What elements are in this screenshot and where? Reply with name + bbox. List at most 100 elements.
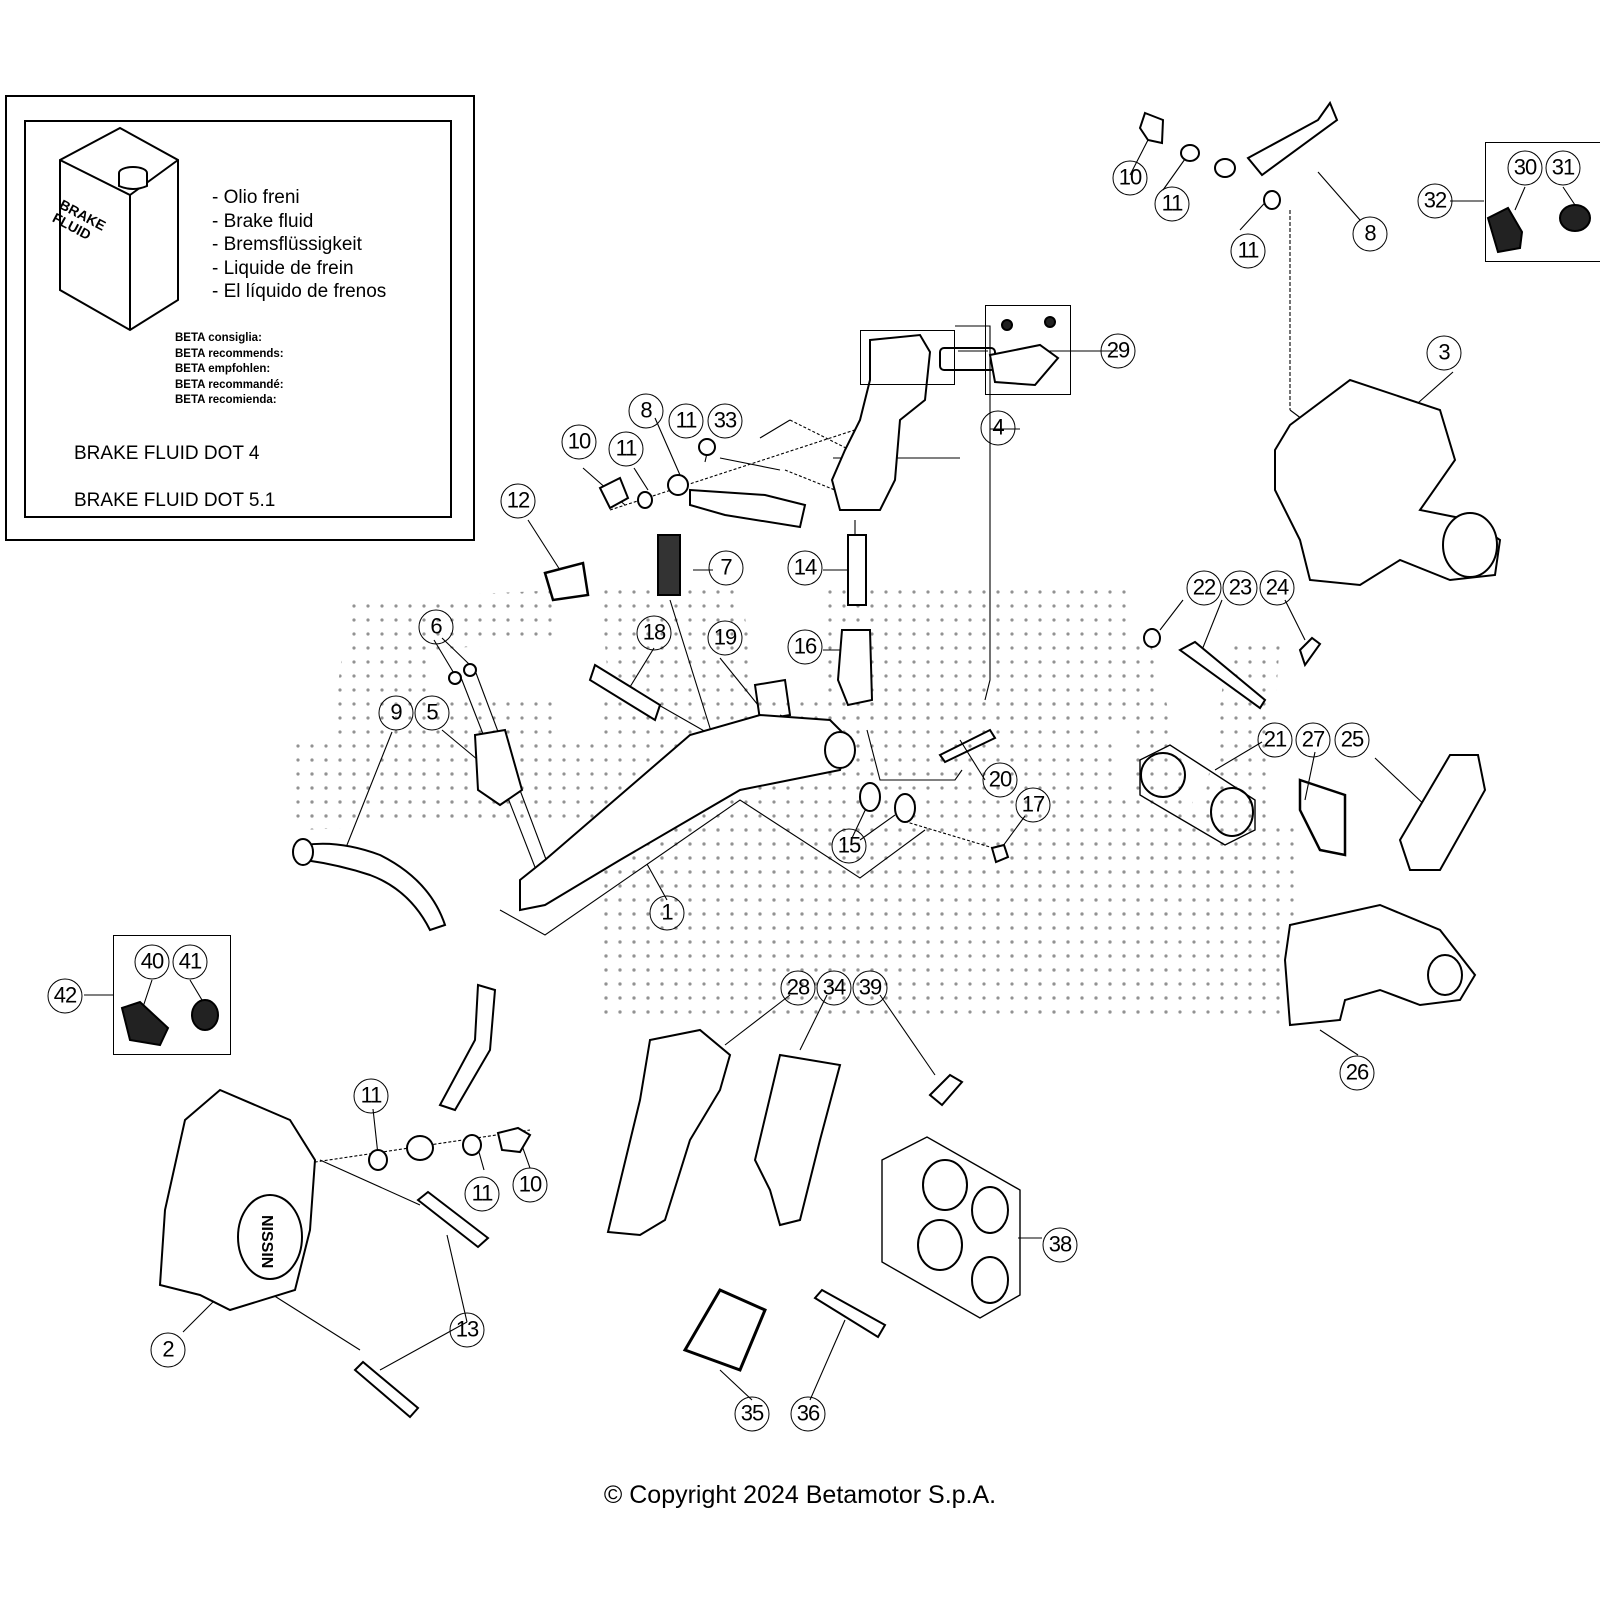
callout-40[interactable]: 40 bbox=[134, 944, 170, 980]
callout-34[interactable]: 34 bbox=[816, 970, 852, 1006]
callout-8[interactable]: 8 bbox=[1352, 216, 1388, 252]
callout-22[interactable]: 22 bbox=[1186, 570, 1222, 606]
clevis bbox=[836, 629, 874, 707]
front-hose bbox=[438, 983, 497, 1112]
front-caliper bbox=[158, 1088, 317, 1312]
kit-32-parts bbox=[1486, 204, 1591, 254]
brake-fluid-can bbox=[59, 126, 179, 332]
callout-25[interactable]: 25 bbox=[1334, 722, 1370, 758]
callout-42[interactable]: 42 bbox=[47, 978, 83, 1014]
fluid-name-en: - Brake fluid bbox=[212, 210, 314, 232]
callout-11[interactable]: 11 bbox=[464, 1176, 500, 1212]
kit-box-4 bbox=[860, 330, 955, 385]
callout-3[interactable]: 3 bbox=[1426, 335, 1462, 371]
callout-1[interactable]: 1 bbox=[649, 895, 685, 931]
callout-11[interactable]: 11 bbox=[608, 431, 644, 467]
rear-brake-pads bbox=[1398, 754, 1487, 871]
callout-19[interactable]: 19 bbox=[707, 620, 743, 656]
clip bbox=[543, 561, 590, 602]
callout-36[interactable]: 36 bbox=[790, 1396, 826, 1432]
callout-10[interactable]: 10 bbox=[512, 1167, 548, 1203]
middle-hose bbox=[598, 438, 807, 529]
callout-33[interactable]: 33 bbox=[707, 403, 743, 439]
cotter-pin bbox=[938, 728, 997, 764]
fluid-name-de: - Bremsflüssigkeit bbox=[212, 234, 362, 255]
recommends-es: BETA recomienda: bbox=[175, 394, 277, 406]
callout-15[interactable]: 15 bbox=[831, 828, 867, 864]
callout-14[interactable]: 14 bbox=[787, 550, 823, 586]
caliper-bracket bbox=[1283, 903, 1477, 1027]
callout-11[interactable]: 11 bbox=[1230, 233, 1266, 269]
callout-32[interactable]: 32 bbox=[1417, 183, 1453, 219]
callout-2[interactable]: 2 bbox=[150, 1332, 186, 1368]
callout-18[interactable]: 18 bbox=[636, 615, 672, 651]
callout-5[interactable]: 5 bbox=[414, 695, 450, 731]
callout-39[interactable]: 39 bbox=[852, 970, 888, 1006]
callout-8[interactable]: 8 bbox=[628, 393, 664, 429]
recommends-it: BETA consiglia: bbox=[175, 332, 262, 344]
callout-11[interactable]: 11 bbox=[668, 403, 704, 439]
bolt bbox=[463, 663, 477, 677]
callout-27[interactable]: 27 bbox=[1295, 722, 1331, 758]
callout-31[interactable]: 31 bbox=[1545, 150, 1581, 186]
callout-17[interactable]: 17 bbox=[1015, 787, 1051, 823]
callout-10[interactable]: 10 bbox=[561, 424, 597, 460]
callout-20[interactable]: 20 bbox=[982, 762, 1018, 798]
seal bbox=[859, 782, 881, 812]
callout-38[interactable]: 38 bbox=[1042, 1227, 1078, 1263]
spring bbox=[657, 534, 681, 596]
caliper-brand-text: NISSIN bbox=[258, 1215, 275, 1268]
fluid-name-fr: - Liquide de frein bbox=[212, 257, 354, 279]
bleed-valve bbox=[1298, 636, 1322, 668]
pivot-pin bbox=[588, 663, 662, 722]
upper-hose-assembly bbox=[1138, 100, 1339, 210]
kit-box-29 bbox=[985, 305, 1071, 395]
recommendation-list: BETA consiglia: BETA recommends: BETA em… bbox=[175, 331, 284, 409]
piston-kit-21 bbox=[1139, 744, 1256, 846]
callout-30[interactable]: 30 bbox=[1507, 150, 1543, 186]
pedal-tip bbox=[473, 728, 524, 807]
watermark-lower-band bbox=[600, 820, 1300, 1020]
callout-35[interactable]: 35 bbox=[734, 1396, 770, 1432]
callout-23[interactable]: 23 bbox=[1222, 570, 1258, 606]
callout-21[interactable]: 21 bbox=[1257, 722, 1293, 758]
front-caliper-body bbox=[606, 1028, 732, 1237]
callout-28[interactable]: 28 bbox=[780, 970, 816, 1006]
front-brake-pads bbox=[753, 1053, 842, 1227]
bleeder bbox=[928, 1073, 964, 1107]
front-pad-shim bbox=[682, 1288, 767, 1372]
kit-box-42 bbox=[113, 935, 231, 1055]
pad-pin bbox=[813, 1288, 887, 1339]
brake-pedal bbox=[519, 713, 852, 912]
callout-11[interactable]: 11 bbox=[1154, 186, 1190, 222]
watermark-letter-o bbox=[600, 590, 760, 700]
fluid-name-it: - Olio freni bbox=[212, 187, 300, 208]
fluid-name-es: - El líquido de frenos bbox=[212, 281, 387, 302]
callout-7[interactable]: 7 bbox=[708, 550, 744, 586]
callout-10[interactable]: 10 bbox=[1112, 160, 1148, 196]
retaining-clip bbox=[753, 678, 792, 722]
callout-6[interactable]: 6 bbox=[418, 609, 454, 645]
callout-24[interactable]: 24 bbox=[1259, 570, 1295, 606]
seal bbox=[894, 793, 916, 823]
caliper-bolt bbox=[416, 1190, 490, 1249]
callout-16[interactable]: 16 bbox=[787, 629, 823, 665]
callout-41[interactable]: 41 bbox=[172, 944, 208, 980]
recommends-en: BETA recommends: bbox=[175, 347, 284, 360]
callout-12[interactable]: 12 bbox=[500, 483, 536, 519]
piston-kit-38 bbox=[881, 1136, 1021, 1319]
callout-13[interactable]: 13 bbox=[449, 1312, 485, 1348]
bolt bbox=[448, 671, 462, 685]
copyright-text: © Copyright 2024 Betamotor S.p.A. bbox=[603, 1481, 997, 1509]
kit-42-parts bbox=[120, 999, 219, 1047]
callout-26[interactable]: 26 bbox=[1339, 1055, 1375, 1091]
reservoir-cover bbox=[988, 316, 1060, 387]
callout-11[interactable]: 11 bbox=[353, 1078, 389, 1114]
spec-dot4: BRAKE FLUID DOT 4 bbox=[74, 443, 260, 464]
parts: NISSIN bbox=[59, 100, 1591, 1419]
callout-9[interactable]: 9 bbox=[378, 695, 414, 731]
push-rod bbox=[847, 534, 867, 606]
callout-4[interactable]: 4 bbox=[980, 410, 1016, 446]
recommends-fr: BETA recommandé: bbox=[175, 378, 284, 391]
callout-29[interactable]: 29 bbox=[1100, 333, 1136, 369]
